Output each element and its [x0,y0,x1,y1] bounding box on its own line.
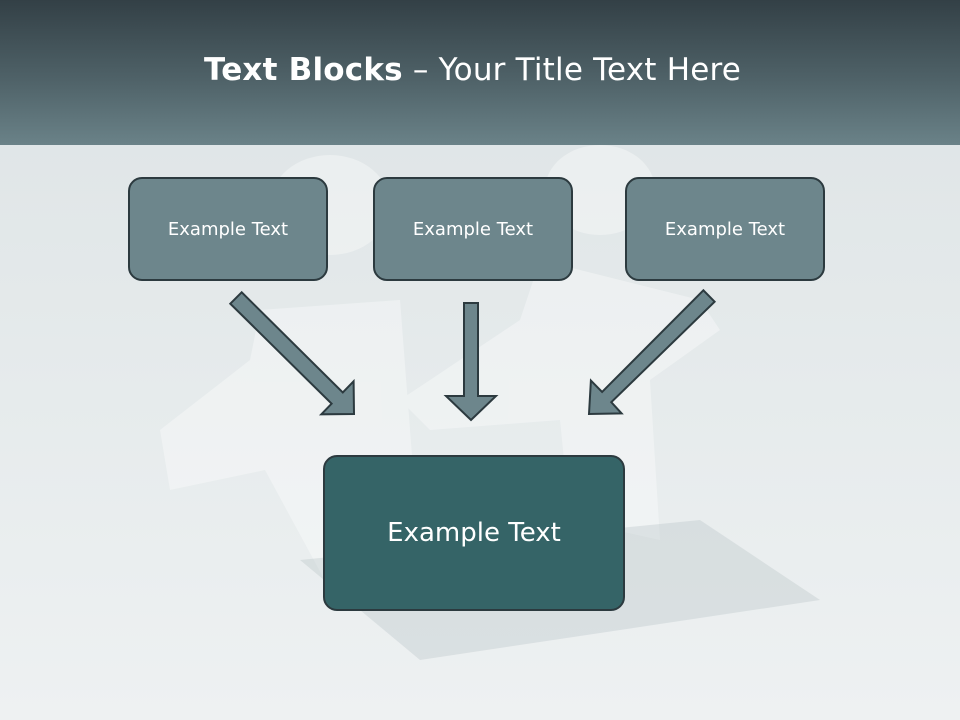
arrow-left [228,290,356,416]
text-block-top-1-label: Example Text [167,218,289,240]
text-block-bottom-label: Example Text [387,518,561,548]
text-block-top-3: Example Text [625,177,825,281]
text-block-top-1: Example Text [128,177,328,281]
text-block-bottom: Example Text [323,455,625,611]
figure-body-right [400,260,720,540]
header-band [0,0,960,145]
text-block-top-3-label: Example Text [664,218,786,240]
text-block-top-2-label: Example Text [412,218,534,240]
title-bold: Text Blocks [203,52,403,88]
title-dash: – [402,52,439,88]
arrow-center [443,302,499,422]
title-rest: Your Title Text Here [438,52,742,88]
text-block-top-2: Example Text [373,177,573,281]
slide-title: Text Blocks – Your Title Text Here [0,52,945,88]
arrow-right [587,288,717,416]
